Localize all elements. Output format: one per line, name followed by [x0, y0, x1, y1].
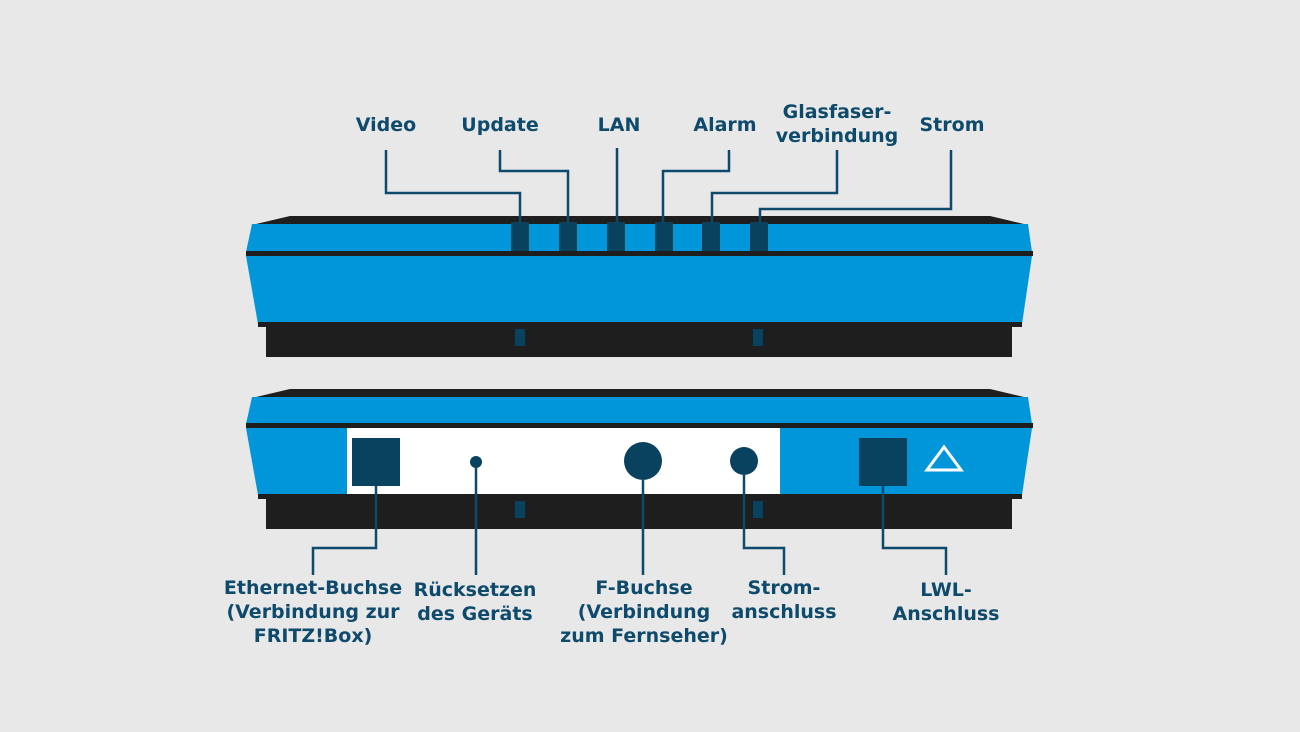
label-power-line2: anschluss [731, 601, 837, 623]
back-foot-left [515, 501, 525, 518]
front-upper-band [246, 224, 1032, 252]
label-ethernet-line3: FRITZ!Box) [253, 625, 373, 647]
back-upper-band [246, 397, 1032, 424]
led-strom [750, 222, 768, 251]
led-glasfaser [702, 222, 720, 251]
label-ethernet-line1: Ethernet-Buchse [223, 577, 403, 599]
power-jack [730, 447, 758, 475]
led-alarm [655, 222, 673, 251]
front-view [246, 216, 1033, 357]
front-divider-line [246, 251, 1033, 256]
label-power-line1: Strom- [747, 577, 821, 599]
f-connector [624, 442, 662, 480]
back-top-rim [256, 389, 1024, 397]
leader-video [384, 150, 522, 222]
label-reset-line2: des Geräts [417, 603, 533, 625]
label-video-text: Video [355, 114, 417, 136]
warning-triangle-icon [924, 444, 964, 472]
back-base [266, 499, 1012, 529]
label-update-text: Update [461, 114, 539, 136]
reset-button [470, 456, 482, 468]
lwl-port [859, 438, 907, 486]
label-lwl: LWL- Anschluss [893, 578, 1000, 626]
leader-strom [758, 150, 953, 222]
front-top-rim [256, 216, 1024, 224]
label-lwl-line1: LWL- [920, 579, 972, 601]
label-lan-text: LAN [597, 114, 641, 136]
label-power: Strom- anschluss [731, 576, 836, 624]
leader-alarm [661, 150, 731, 222]
label-lan: LAN [598, 113, 641, 137]
front-leader-lines [384, 148, 953, 222]
back-divider-line [246, 423, 1033, 428]
led-video [511, 222, 529, 251]
label-video: Video [356, 113, 416, 137]
front-bottom-edge [258, 322, 1022, 327]
back-leader-lines [311, 468, 948, 575]
label-fbuchse-line1: F-Buchse [595, 577, 693, 599]
led-lan [607, 222, 625, 251]
front-main-body [246, 256, 1032, 324]
label-fbuchse-line3: zum Fernseher) [560, 625, 728, 647]
label-glasfaser-line2: verbindung [775, 125, 899, 147]
label-alarm: Alarm [693, 113, 756, 137]
front-base [266, 327, 1012, 357]
back-foot-right [753, 501, 763, 518]
label-strom: Strom [920, 113, 985, 137]
leader-ethernet [311, 486, 378, 575]
label-lwl-line2: Anschluss [892, 603, 1000, 625]
front-foot-right [753, 329, 763, 346]
ethernet-port [352, 438, 400, 486]
label-strom-text: Strom [919, 114, 985, 136]
label-reset-line1: Rücksetzen [413, 579, 537, 601]
label-ethernet-line2: (Verbindung zur [226, 601, 400, 623]
label-reset: Rücksetzen des Geräts [414, 578, 537, 626]
label-glasfaser: Glasfaser- verbindung [776, 100, 899, 148]
label-fbuchse-line2: (Verbindung [577, 601, 711, 623]
label-fbuchse: F-Buchse (Verbindung zum Fernseher) [560, 576, 728, 648]
back-bottom-edge [258, 494, 1022, 499]
leader-update [498, 150, 570, 222]
leader-glasfaser [710, 150, 839, 222]
front-foot-left [515, 329, 525, 346]
leader-lwl [881, 486, 948, 575]
led-update [559, 222, 577, 251]
label-glasfaser-line1: Glasfaser- [782, 101, 892, 123]
label-alarm-text: Alarm [693, 114, 757, 136]
back-white-panel [347, 428, 780, 495]
label-update: Update [461, 113, 538, 137]
back-view [246, 389, 1033, 529]
leader-power [742, 475, 786, 575]
label-ethernet: Ethernet-Buchse (Verbindung zur FRITZ!Bo… [224, 576, 402, 648]
